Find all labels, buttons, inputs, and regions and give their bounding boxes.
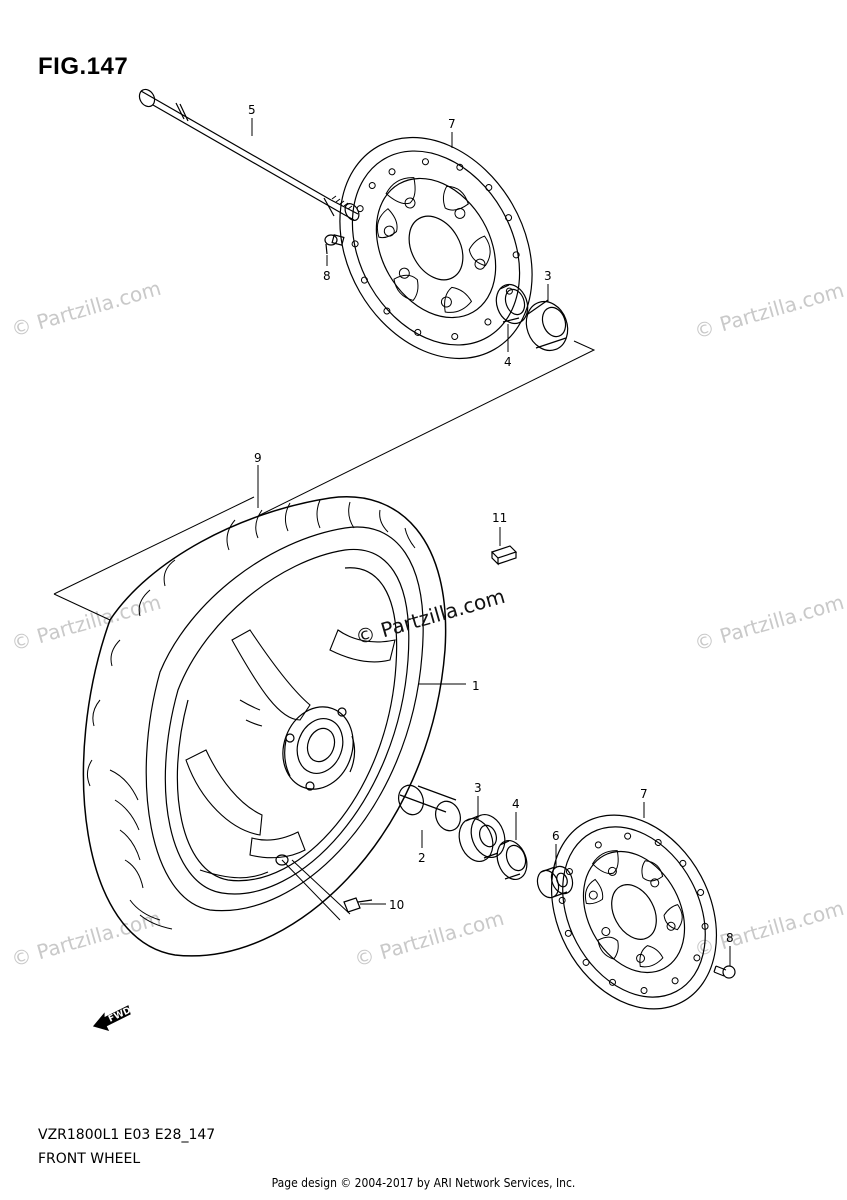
brake-disc-part: [339, 136, 533, 360]
page-footer: Page design © 2004-2017 by ARI Network S…: [271, 1176, 576, 1190]
callout-11: 11: [492, 511, 507, 525]
bearing-part: [525, 299, 569, 352]
callout-6: 6: [552, 829, 560, 843]
callout-2: 2: [418, 851, 426, 865]
collar-part: [536, 865, 574, 899]
callout-9: 9: [254, 451, 262, 465]
callout-8: 8: [323, 269, 331, 283]
fwd-label: FWD: [107, 1006, 133, 1025]
valve-part: [343, 897, 373, 913]
figure-title: FIG.147: [38, 53, 129, 80]
section-name: FRONT WHEEL: [38, 1151, 141, 1167]
callout-4: 4: [512, 797, 520, 811]
brake-disc-part: [550, 814, 718, 1010]
wheel-assembly: [82, 496, 447, 957]
bolt-part: [713, 965, 736, 979]
bolt-part: [324, 234, 345, 255]
oil-seal-part: [496, 840, 528, 880]
balance-weight-part: [490, 545, 518, 566]
callout-8: 8: [726, 931, 734, 945]
fwd-arrow-icon: [92, 1005, 131, 1031]
callout-1: 1: [472, 679, 480, 693]
spacer-part: [398, 784, 461, 832]
callout-5: 5: [248, 103, 256, 117]
callout-7: 7: [448, 117, 456, 131]
callout-10: 10: [389, 898, 404, 912]
oil-seal-part: [495, 283, 529, 325]
callout-3: 3: [544, 269, 552, 283]
callout-4: 4: [504, 355, 512, 369]
callout-3: 3: [474, 781, 482, 795]
assembly-guide-lines: [53, 340, 596, 621]
bearing-part: [458, 814, 506, 862]
model-code: VZR1800L1 E03 E28_147: [38, 1127, 216, 1143]
leader-lines: [251, 118, 731, 966]
callout-7: 7: [640, 787, 648, 801]
